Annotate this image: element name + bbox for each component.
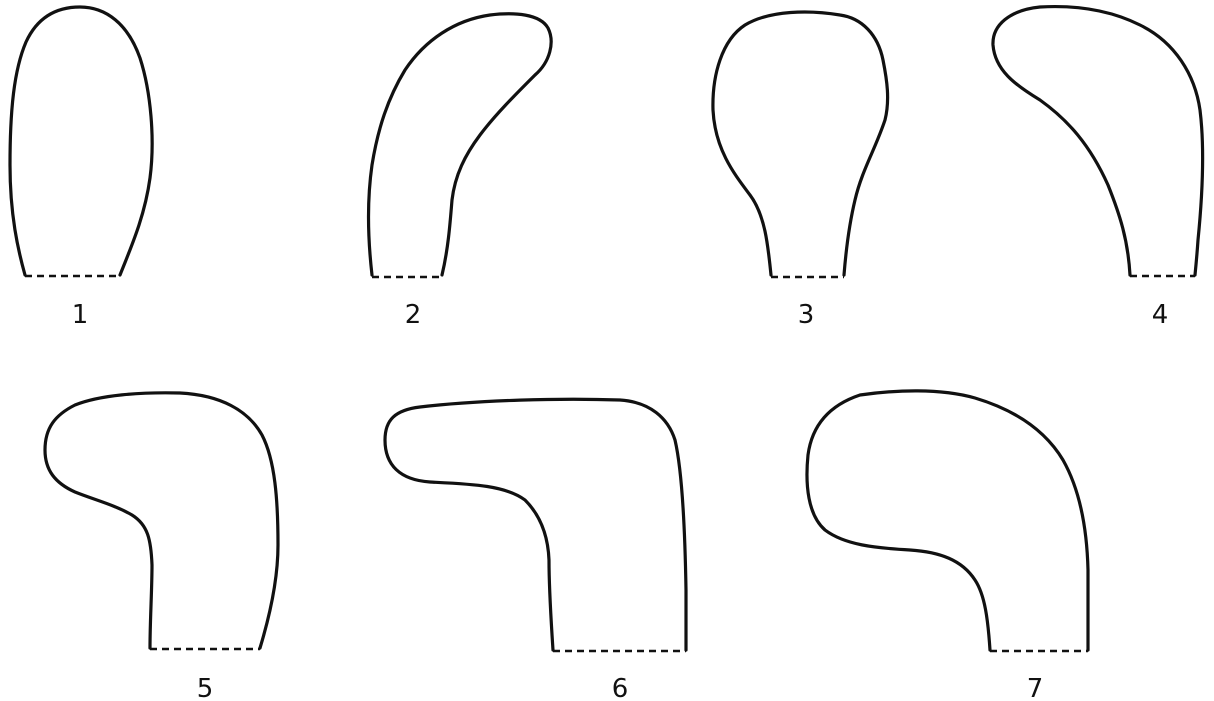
shape-2: 2 [369, 14, 551, 330]
shape-4-label: 4 [1152, 300, 1169, 330]
shape-4-outline [993, 7, 1203, 275]
shape-3-outline [713, 12, 888, 275]
shape-4: 4 [993, 7, 1203, 330]
shape-2-outline [369, 14, 551, 275]
shape-7-label: 7 [1027, 674, 1044, 701]
shape-3-label: 3 [798, 300, 815, 330]
shape-6: 6 [385, 399, 686, 701]
shape-1-label: 1 [72, 300, 89, 330]
shape-5-label: 5 [197, 674, 214, 701]
shape-1: 1 [10, 7, 152, 330]
shape-3: 3 [713, 12, 888, 330]
shape-7: 7 [807, 391, 1088, 701]
shape-6-label: 6 [612, 674, 629, 701]
shape-7-outline [807, 391, 1088, 650]
shape-1-outline [10, 7, 152, 275]
shape-6-outline [385, 399, 686, 650]
shape-5: 5 [45, 393, 278, 701]
shape-2-label: 2 [405, 300, 422, 330]
shape-5-outline [45, 393, 278, 648]
